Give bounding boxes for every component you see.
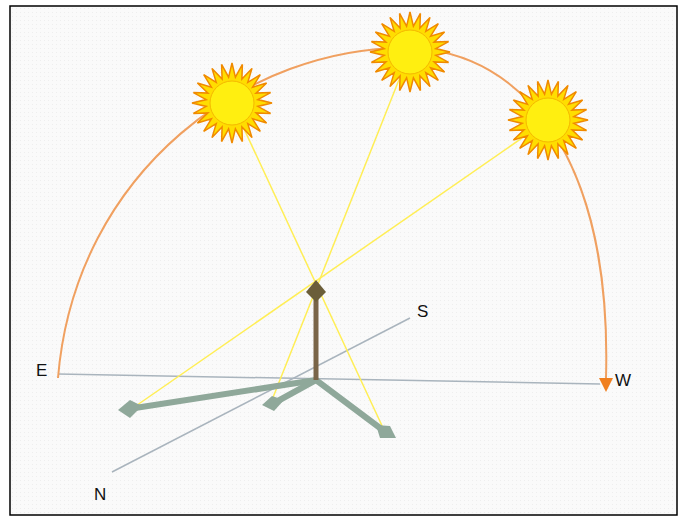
arc-arrowhead bbox=[599, 378, 613, 392]
suns bbox=[192, 12, 588, 160]
gnomon-tip bbox=[306, 280, 326, 302]
north-south-line bbox=[112, 318, 410, 472]
sun-ray bbox=[270, 52, 410, 405]
shadow-tip bbox=[262, 396, 284, 411]
sun-rays bbox=[192, 63, 272, 143]
shadow-tip bbox=[118, 400, 142, 418]
shadows bbox=[135, 380, 380, 428]
compass-label: E bbox=[36, 362, 47, 379]
frame bbox=[10, 6, 677, 515]
compass-label: W bbox=[615, 372, 631, 389]
east-west-line bbox=[58, 374, 600, 384]
sun-rays bbox=[370, 12, 450, 92]
compass-label: N bbox=[94, 486, 106, 503]
sun-path-arc bbox=[58, 48, 606, 378]
sun-ray bbox=[130, 120, 548, 410]
compass-label: S bbox=[417, 303, 428, 320]
sun-disc bbox=[210, 81, 254, 125]
sun-rays bbox=[508, 80, 588, 160]
shadow-tip bbox=[376, 425, 396, 438]
sun-disc bbox=[526, 98, 570, 142]
gnomon bbox=[314, 294, 319, 380]
sun-disc bbox=[388, 30, 432, 74]
